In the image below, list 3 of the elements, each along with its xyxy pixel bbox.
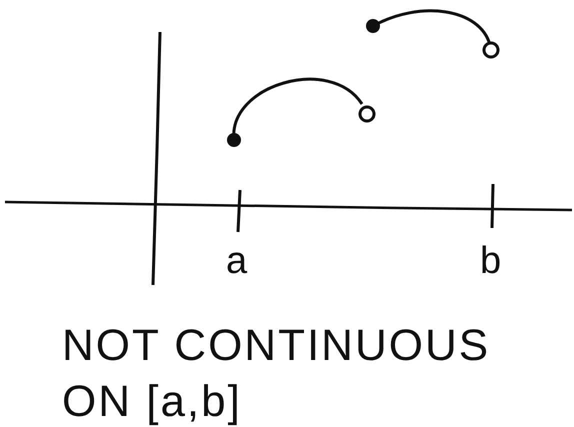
axis-point-label: b (480, 242, 502, 280)
axis-point-label: a (226, 242, 248, 280)
caption: NOT CONTINUOUS ON [a,b] (62, 320, 492, 427)
